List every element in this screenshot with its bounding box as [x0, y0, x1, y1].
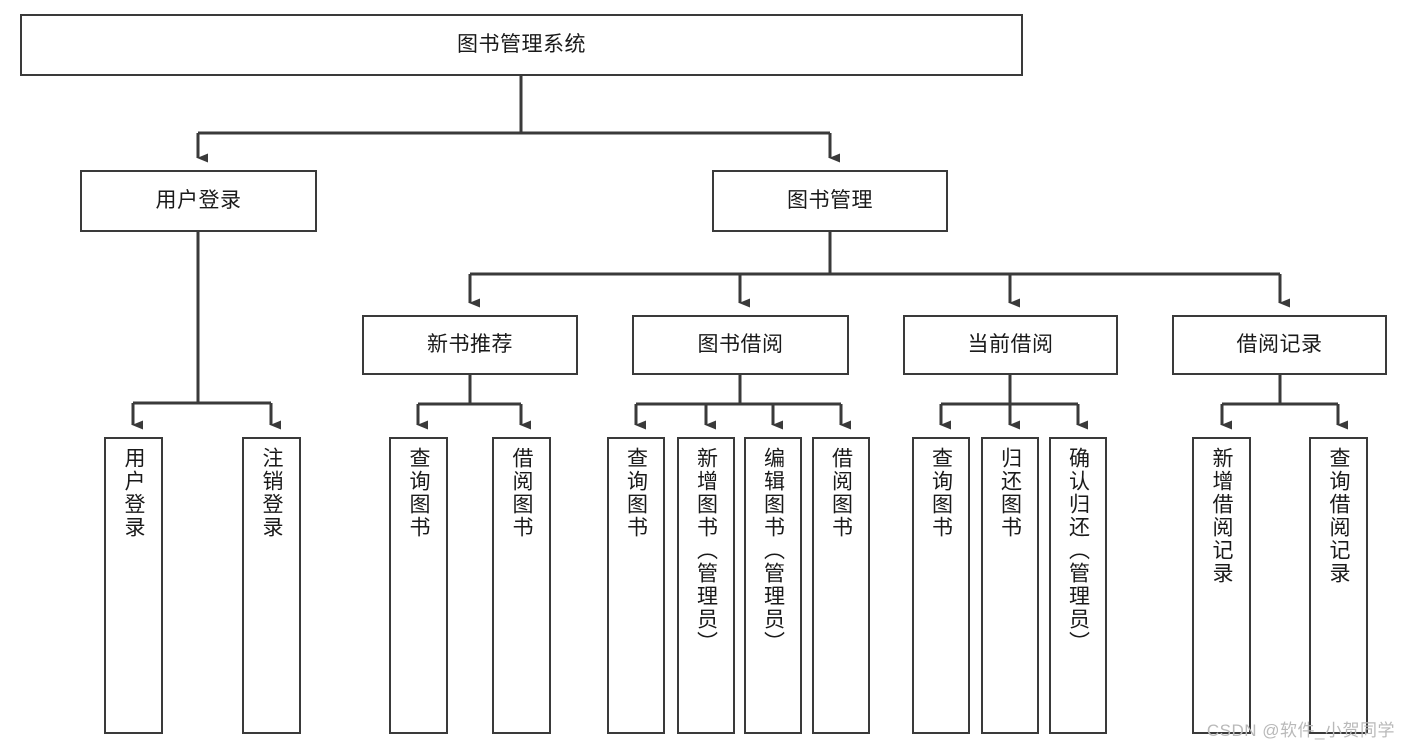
- leaf-query-borrow-record[interactable]: 查询借阅记录: [1309, 437, 1368, 734]
- leaf-return-books[interactable]: 归还图书: [981, 437, 1039, 734]
- node-label: 借阅记录: [1236, 332, 1323, 356]
- leaf-query-books-borrow[interactable]: 查询图书: [607, 437, 665, 734]
- node-root-book-management-system[interactable]: 图书管理系统: [20, 14, 1023, 76]
- node-book-borrowing[interactable]: 图书借阅: [632, 315, 849, 375]
- leaf-query-books-new-book[interactable]: 查询图书: [389, 437, 448, 734]
- leaf-user-login[interactable]: 用户登录: [104, 437, 163, 734]
- node-label: 用户登录: [122, 447, 145, 539]
- node-label: 查询图书: [929, 447, 953, 539]
- node-label: 借阅图书: [510, 447, 533, 539]
- node-label: 查询图书: [624, 447, 648, 539]
- node-label: 编辑图书（管理员）: [761, 447, 785, 654]
- node-label: 图书管理: [787, 188, 873, 212]
- leaf-add-book-admin[interactable]: 新增图书（管理员）: [677, 437, 735, 734]
- node-label: 新书推荐: [427, 332, 513, 356]
- leaf-logout[interactable]: 注销登录: [242, 437, 301, 734]
- leaf-borrow-books[interactable]: 借阅图书: [812, 437, 870, 734]
- node-user-login[interactable]: 用户登录: [80, 170, 317, 232]
- node-book-management[interactable]: 图书管理: [712, 170, 948, 232]
- node-label: 新增借阅记录: [1210, 447, 1233, 585]
- node-label: 确认归还（管理员）: [1066, 447, 1090, 654]
- node-label: 当前借阅: [967, 332, 1054, 356]
- node-label: 查询图书: [407, 447, 430, 539]
- node-label: 借阅图书: [829, 447, 853, 539]
- leaf-query-books-current[interactable]: 查询图书: [912, 437, 970, 734]
- node-label: 图书借阅: [697, 332, 784, 356]
- node-borrow-records[interactable]: 借阅记录: [1172, 315, 1387, 375]
- node-label: 用户登录: [155, 188, 242, 212]
- leaf-confirm-return-admin[interactable]: 确认归还（管理员）: [1049, 437, 1107, 734]
- node-label: 新增图书（管理员）: [694, 447, 718, 654]
- leaf-borrow-books-new-book[interactable]: 借阅图书: [492, 437, 551, 734]
- node-label: 图书管理系统: [457, 32, 586, 56]
- node-new-book-recommendation[interactable]: 新书推荐: [362, 315, 578, 375]
- leaf-edit-book-admin[interactable]: 编辑图书（管理员）: [744, 437, 802, 734]
- leaf-add-borrow-record[interactable]: 新增借阅记录: [1192, 437, 1251, 734]
- node-label: 查询借阅记录: [1327, 447, 1350, 585]
- node-label: 注销登录: [260, 447, 283, 539]
- node-label: 归还图书: [998, 447, 1022, 539]
- node-current-borrowing[interactable]: 当前借阅: [903, 315, 1118, 375]
